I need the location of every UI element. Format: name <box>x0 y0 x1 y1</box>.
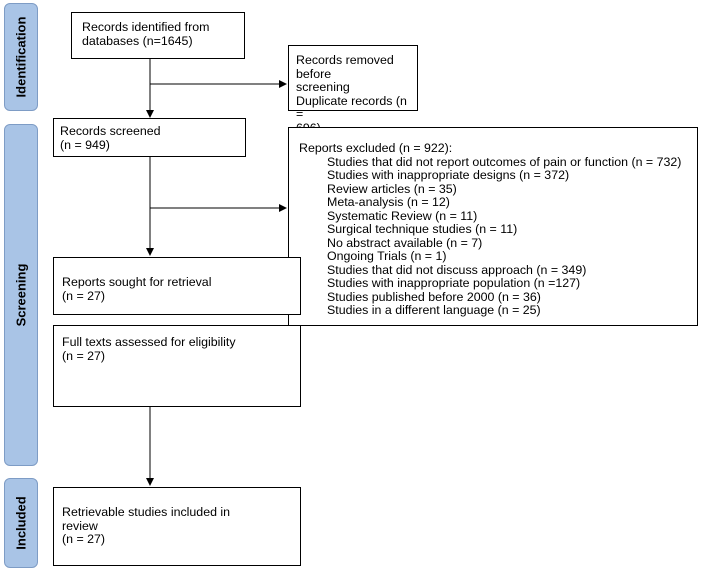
excluded-reason: Studies with inappropriate designs (n = … <box>327 168 570 182</box>
excluded-reason: Ongoing Trials (n = 1) <box>327 249 447 263</box>
box-reports-excluded: Reports excluded (n = 922): Studies that… <box>288 127 698 326</box>
excluded-reason: Studies in a different language (n = 25) <box>327 303 541 317</box>
excluded-reason: Studies that did not discuss approach (n… <box>327 262 587 277</box>
excluded-reason: Surgical technique studies (n = 11) <box>327 222 518 236</box>
excluded-title: Reports excluded (n = 922): <box>299 141 453 155</box>
box-records-identified: Records identified from databases (n=164… <box>71 12 245 59</box>
phase-identification: Identification <box>4 3 38 111</box>
excluded-reason: Review articles (n = 35) <box>327 181 457 196</box>
phase-included: Included <box>4 478 38 568</box>
excluded-reason: Meta-analysis (n = 12) <box>327 195 450 209</box>
box-records-screened: Records screened (n = 949) <box>53 118 246 157</box>
excluded-reason: Studies that did not report outcomes of … <box>327 154 682 169</box>
box-records-removed: Records removed before screening Duplica… <box>288 45 418 134</box>
box-reports-sought: Reports sought for retrieval (n = 27) <box>53 257 301 315</box>
excluded-reason: Studies with inappropriate population (n… <box>327 276 581 290</box>
box-studies-included: Retrievable studies included in review (… <box>53 487 301 566</box>
excluded-reason: Studies published before 2000 (n = 36) <box>327 289 541 304</box>
box-full-texts-assessed: Full texts assessed for eligibility (n =… <box>53 325 301 407</box>
phase-screening: Screening <box>4 124 38 466</box>
excluded-reason-list: Studies that did not report outcomes of … <box>299 154 693 318</box>
excluded-reason: Systematic Review (n = 11) <box>327 208 478 223</box>
excluded-reason: No abstract available (n = 7) <box>327 235 483 250</box>
